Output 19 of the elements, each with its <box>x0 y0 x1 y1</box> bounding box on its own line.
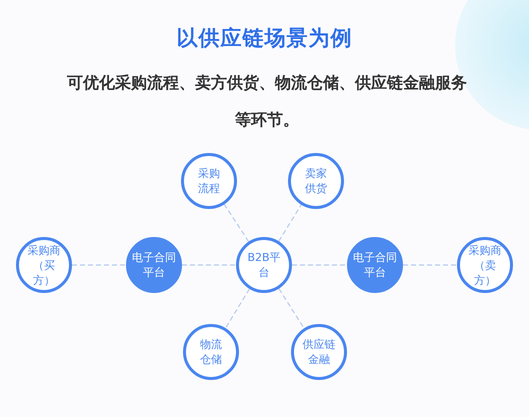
connector-line <box>72 264 126 266</box>
node-label: 采购流程 <box>197 166 221 196</box>
connector-line <box>403 264 457 266</box>
connector-line <box>278 204 302 242</box>
node-label: 电子合同平台 <box>131 250 177 280</box>
connector-line <box>292 264 347 266</box>
node-label: B2B平台 <box>246 250 282 280</box>
title: 以供应链场景为例 <box>176 25 354 52</box>
connector-line <box>225 288 250 328</box>
subtitle: 可优化采购流程、卖方供货、物流仓储、供应链金融服务等环节。 <box>66 72 468 131</box>
node-label: 卖家供货 <box>304 166 328 196</box>
node-label: 采购商（卖方） <box>468 242 502 288</box>
node-label: 采购商（买方） <box>26 242 62 288</box>
node-label: 电子合同平台 <box>352 250 398 280</box>
node-label: 物流仓储 <box>199 337 223 367</box>
connector-line <box>278 288 305 329</box>
connector-line <box>224 204 250 242</box>
node-label: 供应链金融 <box>302 337 336 367</box>
connector-line <box>182 264 236 266</box>
